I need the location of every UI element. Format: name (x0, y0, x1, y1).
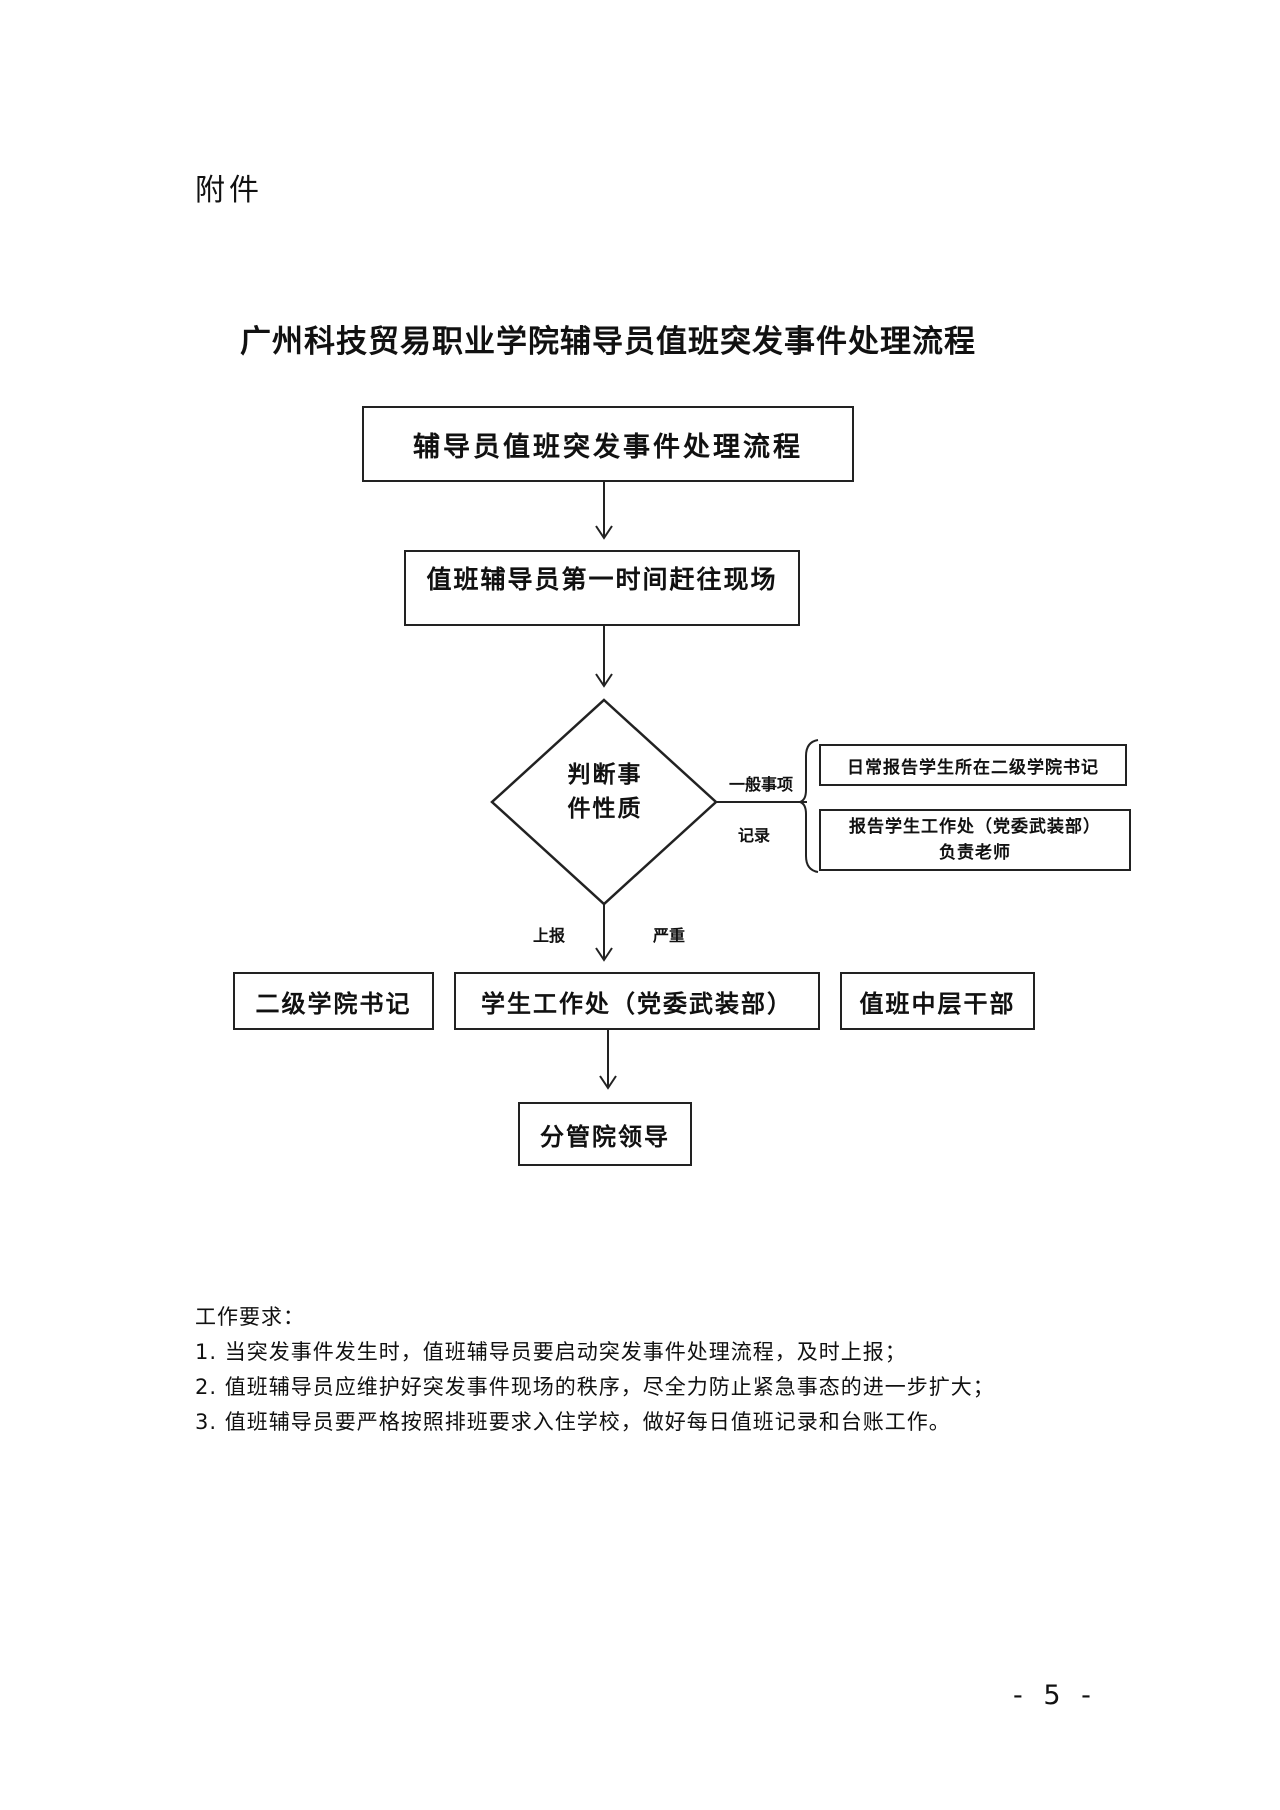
requirements-section: 工作要求： 1. 当突发事件发生时，值班辅导员要启动突发事件处理流程，及时上报；… (195, 1300, 1115, 1440)
report-box-student-affairs: 学生工作处（党委武装部） (454, 972, 820, 1030)
flow-step1-box: 值班辅导员第一时间赶往现场 (404, 550, 800, 626)
arrowhead-1 (595, 525, 613, 540)
decision-label: 判断事 件性质 (567, 761, 643, 822)
requirement-item: 2. 值班辅导员应维护好突发事件现场的秩序，尽全力防止紧急事态的进一步扩大； (195, 1375, 995, 1399)
edge-label-general: 一般事项 (729, 775, 794, 794)
flow-start-box: 辅导员值班突发事件处理流程 (362, 406, 854, 482)
document-title: 广州科技贸易职业学院辅导员值班突发事件处理流程 (240, 324, 976, 360)
arrowhead-4 (599, 1075, 617, 1090)
requirement-item: 1. 当突发事件发生时，值班辅导员要启动突发事件处理流程，及时上报； (195, 1340, 907, 1364)
edge-label-report: 上报 (533, 926, 566, 945)
page-number: - 5 - (1013, 1680, 1097, 1711)
arrowhead-3 (595, 947, 613, 962)
edge-label-serious: 严重 (653, 926, 686, 945)
general-action-box-1: 日常报告学生所在二级学院书记 (819, 744, 1127, 786)
requirements-heading: 工作要求： (195, 1305, 305, 1329)
report-box-college-secretary: 二级学院书记 (233, 972, 434, 1030)
report-box-duty-manager: 值班中层干部 (840, 972, 1035, 1030)
requirement-item: 3. 值班辅导员要严格按照排班要求入住学校，做好每日值班记录和台账工作。 (195, 1410, 951, 1434)
final-box-leader: 分管院领导 (518, 1102, 692, 1166)
general-action-box-2: 报告学生工作处（党委武装部） 负责老师 (819, 809, 1131, 871)
branch-brace (796, 739, 819, 873)
edge-label-record: 记录 (738, 826, 771, 845)
attachment-label: 附件 (195, 173, 263, 208)
arrowhead-2 (595, 673, 613, 688)
